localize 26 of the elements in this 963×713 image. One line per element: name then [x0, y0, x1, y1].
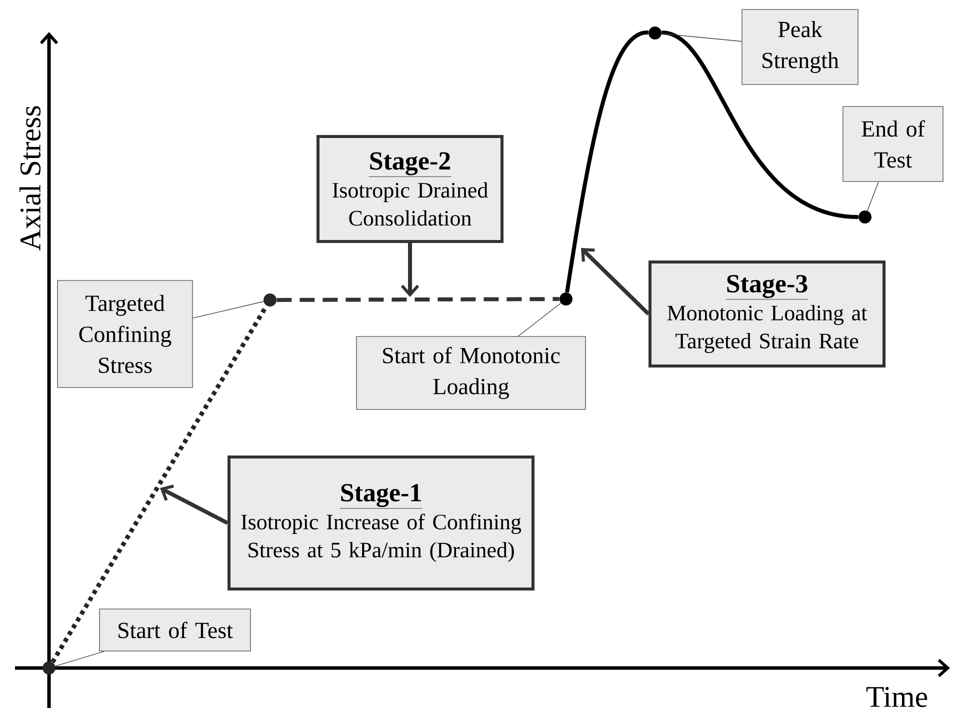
data-point: [858, 210, 872, 224]
data-point: [648, 26, 662, 40]
axis-label: Time: [866, 686, 928, 708]
data-point: [560, 292, 572, 306]
callout-box: Start of Test: [99, 608, 251, 652]
stage-box: Stage-1 Isotropic Increase of Confining Stress at 5 kPa/min (Drained): [228, 456, 534, 590]
stress-curve: [276, 297, 560, 302]
leader-line: [55, 651, 104, 666]
stress-curve: [661, 30, 859, 220]
stress-curve: [565, 30, 649, 293]
arrow: [581, 248, 650, 316]
data-point: [264, 294, 276, 306]
arrow: [400, 243, 420, 297]
callout-box: Peak Strength: [742, 9, 858, 85]
leader-line: [192, 301, 264, 318]
data-point: [42, 662, 56, 674]
callout-box: End of Test: [842, 106, 944, 182]
arrow: [160, 484, 228, 525]
leader-line: [661, 33, 742, 42]
callout-box: Targeted Confining Stress: [57, 280, 193, 388]
leader-line: [867, 182, 879, 212]
axis-label: Axial Stress: [19, 106, 41, 251]
leader-line: [518, 302, 562, 336]
callout-box: Start of Monotonic Loading: [356, 336, 586, 410]
stage-box: Stage-3 Monotonic Loading at Targeted Strain Rate: [648, 260, 886, 368]
stage-box: Stage-2 Isotropic Drained Consolidation: [316, 135, 504, 243]
